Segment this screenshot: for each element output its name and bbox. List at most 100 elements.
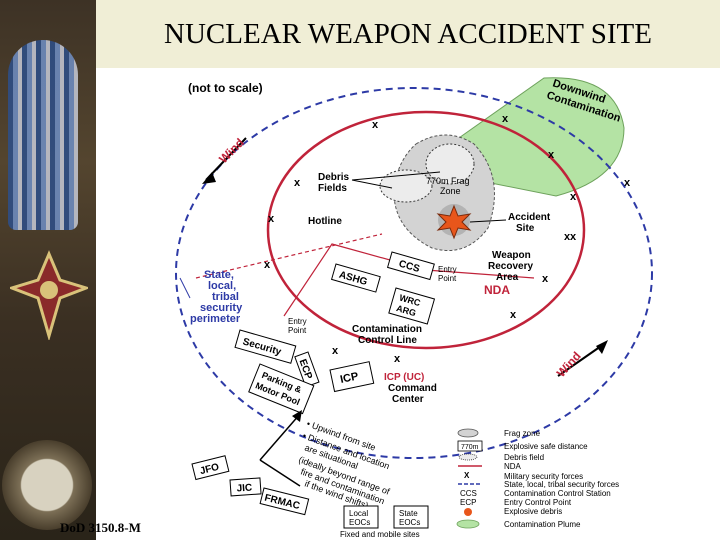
local-eocs-label: EOCs [349, 518, 370, 527]
wind-label: Wind [554, 349, 584, 380]
jfo-label: JFO [199, 462, 221, 477]
legend-symbol: ECP [460, 498, 476, 507]
legend-label: Entry Control Point [504, 498, 572, 507]
ccs-box: CCS [386, 251, 435, 281]
wind-arrow-northwest: Wind [202, 136, 247, 184]
contamination-plume [455, 77, 625, 197]
ecp-box: ECP [294, 351, 320, 388]
debris-fields-label: Debris [318, 172, 350, 183]
leader-line [469, 219, 507, 223]
legend-symbol: 770m [461, 444, 479, 451]
debris-field [379, 169, 433, 203]
icp-box: ICP [329, 361, 375, 393]
medal-ribbon-icon [8, 40, 78, 230]
frag-zone-label: 770m Frag [426, 176, 470, 186]
entry-point-label: Entry [288, 317, 307, 326]
accident-site-label: Site [516, 223, 535, 234]
contamination-control-label: Control Line [358, 335, 417, 346]
weapon-recovery-label: Area [496, 272, 519, 283]
legend-safe-distance-swatch [457, 440, 483, 452]
contamination-control-line [283, 243, 535, 317]
state-eocs-label: State [399, 509, 418, 518]
parking-box: Parking & Motor Pool [248, 363, 315, 415]
legend-plume-swatch [456, 519, 480, 529]
svg-text:x: x [502, 113, 509, 125]
svg-text:State,: State, [204, 269, 234, 281]
entry-point-label: Point [288, 326, 307, 335]
legend: 770m X CCS ECP Frag zone Explosive safe … [456, 428, 619, 529]
upwind-notes: • Upwind from site • Distance and locati… [297, 418, 391, 510]
state-perimeter-label: State, local, tribal security perimeter [190, 269, 243, 325]
entry-point-label: Entry [438, 265, 457, 274]
command-center-label: Center [392, 394, 424, 405]
command-center-label: Command [388, 383, 437, 394]
weapon-recovery-label: Weapon [492, 250, 531, 261]
accident-site-label: Accident [508, 212, 551, 223]
entry-point-label: Point [438, 274, 457, 283]
hotline [195, 233, 383, 279]
page-title: NUCLEAR WEAPON ACCIDENT SITE [164, 18, 652, 50]
legend-label: Frag zone [504, 429, 541, 438]
icp-label: ICP [339, 370, 359, 386]
svg-text:local,: local, [208, 280, 236, 292]
jic-box: JIC [229, 477, 262, 497]
svg-text:x: x [570, 231, 577, 243]
svg-text:x: x [268, 213, 275, 225]
svg-text:x: x [394, 353, 401, 365]
legend-label: State, local, tribal security forces [504, 480, 619, 489]
nda-boundary [266, 110, 586, 350]
local-eocs-box: Local EOCs [343, 505, 379, 529]
svg-text:security: security [200, 302, 243, 314]
debris-field [425, 143, 475, 185]
svg-text:x: x [548, 149, 555, 161]
wind-label: Wind [216, 136, 247, 167]
svg-text:x: x [542, 273, 549, 285]
svg-text:perimeter: perimeter [190, 313, 241, 325]
ashg-box: ASHG [330, 263, 381, 293]
contamination-control-label: Contamination [352, 324, 422, 335]
svg-text:x: x [570, 191, 577, 203]
legend-label: Military security forces [504, 472, 583, 481]
leader-line [351, 179, 393, 189]
svg-text:x: x [510, 309, 517, 321]
jfo-box: JFO [191, 455, 230, 481]
svg-text:x: x [264, 259, 271, 271]
legend-symbol: CCS [460, 489, 477, 498]
explosion-icon [436, 204, 472, 240]
jic-label: JIC [236, 482, 252, 494]
svg-text:x: x [294, 177, 301, 189]
footer-reference: DoD 3150.8-M [60, 520, 141, 535]
state-eocs-box: State EOCs [393, 505, 429, 529]
frag-zone-label: Zone [440, 186, 461, 196]
debris-fields-label: Fields [318, 183, 347, 194]
legend-label: NDA [504, 462, 522, 471]
title-bar [96, 0, 720, 68]
legend-label: Explosive safe distance [504, 442, 588, 451]
fixed-sites-label: Fixed and mobile sites [340, 530, 420, 539]
security-box: Security [234, 329, 297, 364]
leader-line [351, 171, 441, 181]
legend-symbol: X [464, 471, 470, 480]
legend-label: Debris field [504, 453, 544, 462]
svg-text:x: x [372, 119, 379, 131]
medal-cross-icon [10, 250, 88, 340]
svg-text:x: x [624, 177, 631, 189]
weapon-recovery-label: Recovery [488, 261, 533, 272]
state-eocs-label: EOCs [399, 518, 420, 527]
svg-text:x: x [564, 231, 571, 243]
hotline-label: Hotline [308, 216, 342, 227]
upwind-arrow [259, 410, 302, 487]
legend-label: Contamination Plume [504, 520, 581, 529]
wind-arrow-east: Wind [554, 340, 608, 380]
nda-label: NDA [484, 283, 510, 297]
legend-label: Explosive debris [504, 507, 562, 516]
not-to-scale-label: (not to scale) [188, 81, 263, 95]
legend-label: Contamination Control Station [504, 489, 611, 498]
wrc-arg-box: WRC ARG [388, 287, 436, 325]
legend-debris-swatch [458, 453, 478, 461]
legend-frag-zone-swatch [457, 428, 479, 438]
